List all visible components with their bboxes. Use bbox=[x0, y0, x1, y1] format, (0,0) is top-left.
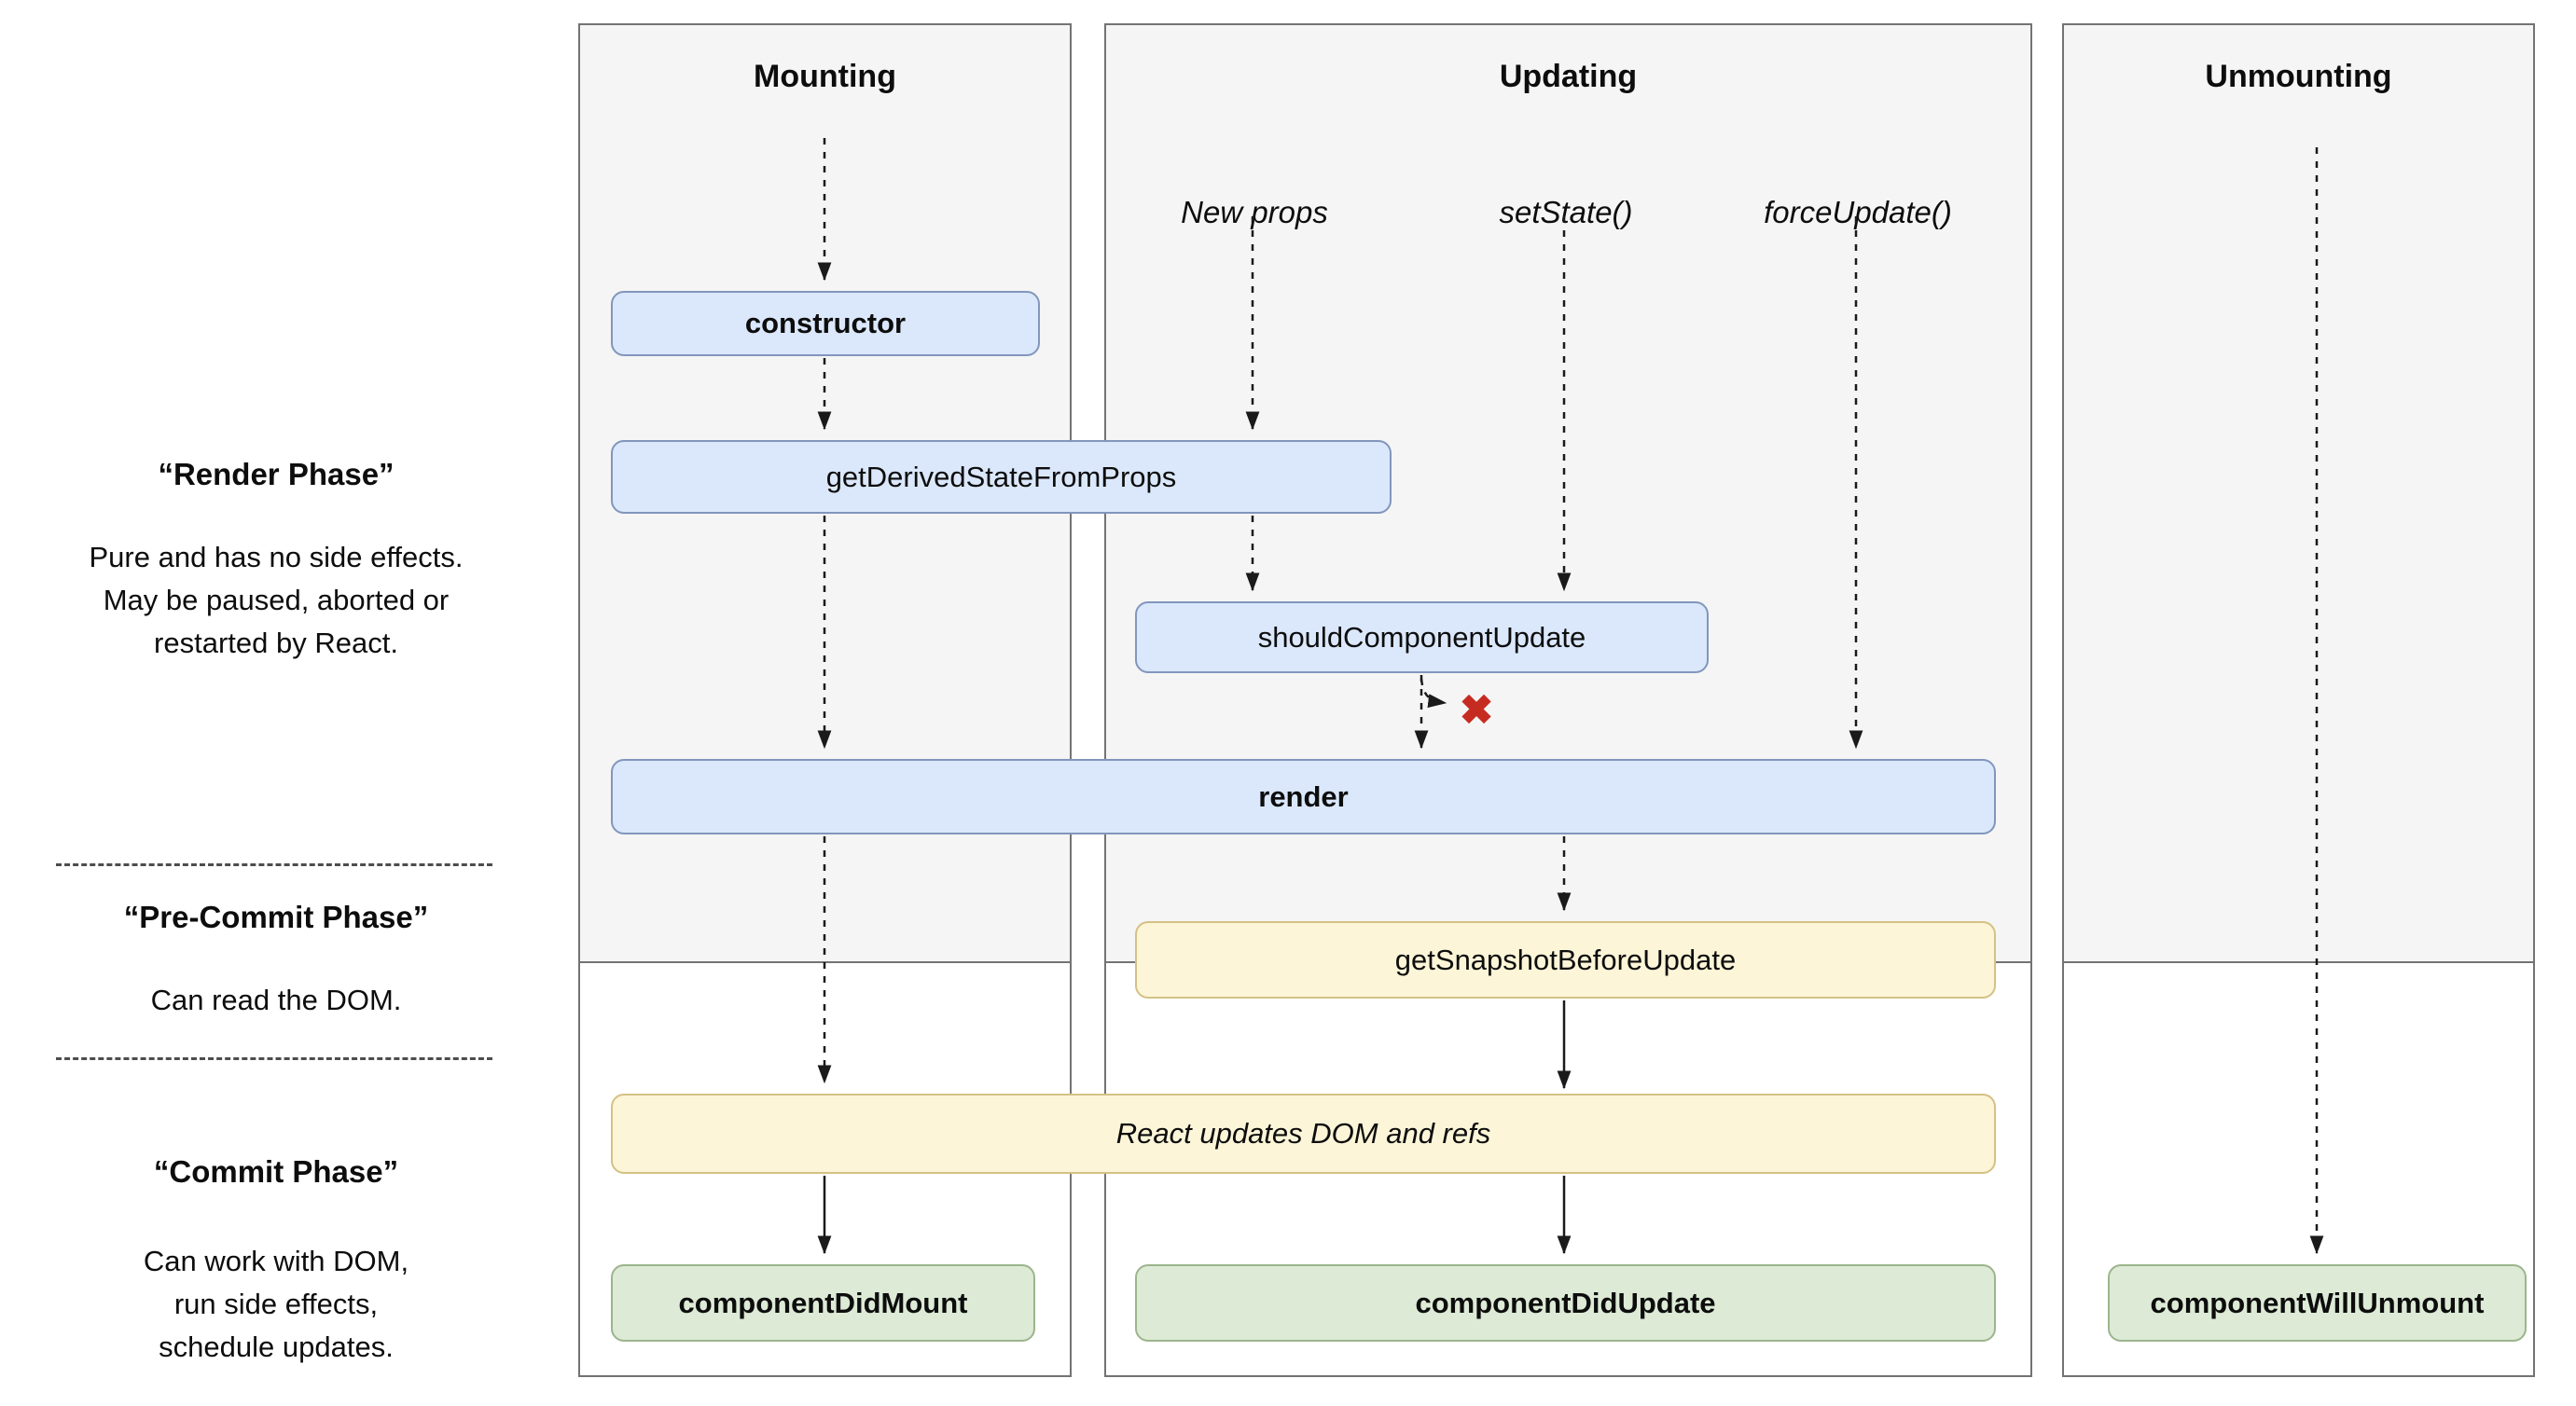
node-get-snapshot-before-update: getSnapshotBeforeUpdate bbox=[1135, 921, 1996, 999]
trigger-force-update: forceUpdate() bbox=[1764, 195, 1952, 229]
pre-commit-phase-description: Can read the DOM. bbox=[150, 984, 402, 1016]
render-phase-description: Pure and has no side effects. May be pau… bbox=[89, 541, 464, 659]
panel-mounting: Mounting bbox=[578, 23, 1072, 1377]
trigger-new-props: New props bbox=[1181, 195, 1328, 229]
phase-divider-bottom bbox=[56, 1057, 492, 1060]
mounting-title: Mounting bbox=[754, 59, 896, 94]
render-phase-zone-unmounting bbox=[2064, 25, 2533, 963]
pre-commit-phase-title: “Pre-Commit Phase” bbox=[123, 900, 429, 934]
node-render: render bbox=[611, 759, 1996, 834]
render-phase-title: “Render Phase” bbox=[158, 457, 395, 491]
node-get-derived-state-from-props: getDerivedStateFromProps bbox=[611, 440, 1392, 514]
commit-phase-description: Can work with DOM, run side effects, sch… bbox=[143, 1245, 409, 1363]
panel-updating: Updating New props setState() forceUpdat… bbox=[1104, 23, 2032, 1377]
node-should-component-update: shouldComponentUpdate bbox=[1135, 601, 1709, 673]
updating-title: Updating bbox=[1499, 59, 1638, 94]
node-component-did-mount: componentDidMount bbox=[611, 1264, 1035, 1342]
phase-divider-top bbox=[56, 863, 492, 866]
node-react-updates-dom: React updates DOM and refs bbox=[611, 1094, 1996, 1174]
reject-x-icon: ✖ bbox=[1459, 687, 1494, 734]
node-constructor: constructor bbox=[611, 291, 1040, 356]
node-component-did-update: componentDidUpdate bbox=[1135, 1264, 1996, 1342]
node-component-will-unmount: componentWillUnmount bbox=[2108, 1264, 2527, 1342]
commit-phase-title: “Commit Phase” bbox=[153, 1154, 399, 1189]
trigger-set-state: setState() bbox=[1499, 195, 1633, 229]
panel-unmounting: Unmounting bbox=[2062, 23, 2535, 1377]
unmounting-title: Unmounting bbox=[2205, 59, 2392, 94]
